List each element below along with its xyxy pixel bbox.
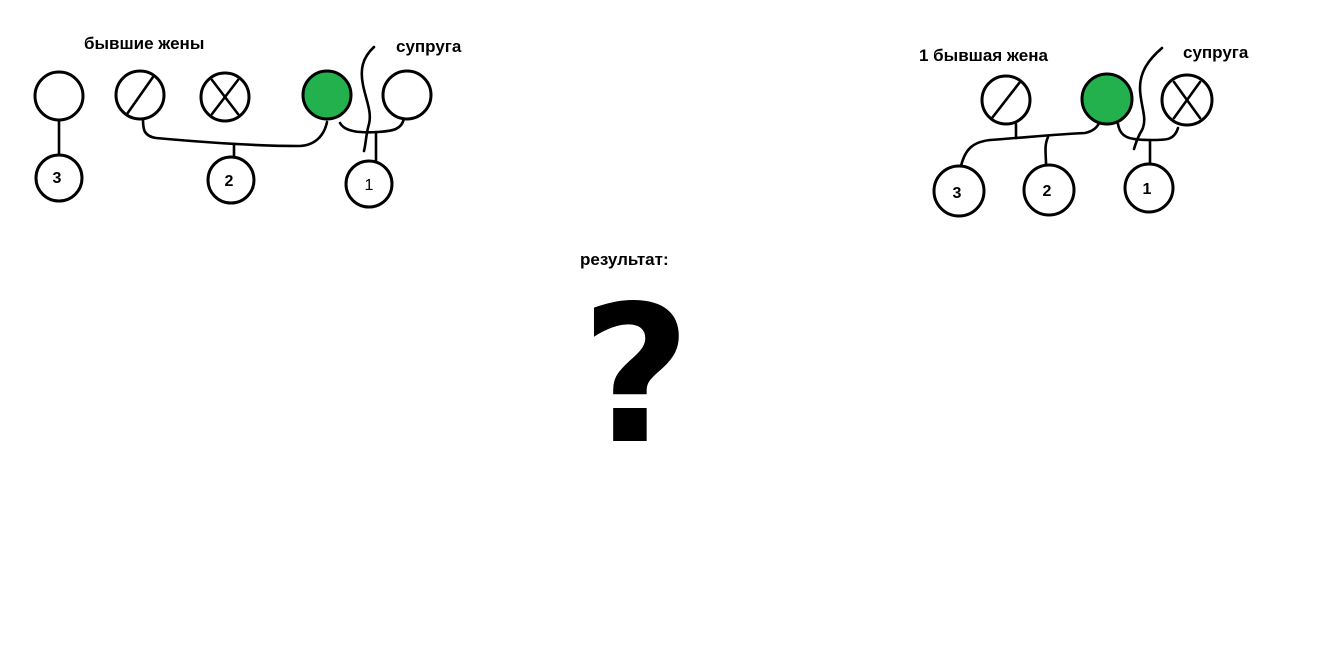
left-child-3-label: 3 xyxy=(53,170,62,187)
left-former-wife-3-crossed xyxy=(199,71,251,123)
left-child-1: 1 xyxy=(344,159,394,209)
right-child-3: 3 xyxy=(932,164,986,218)
slash-mark-icon xyxy=(990,80,1022,120)
left-self-person xyxy=(301,69,353,121)
left-divorce-wavy-line xyxy=(360,45,376,153)
right-spouse-label: супруга xyxy=(1183,43,1249,62)
slash-mark-icon xyxy=(125,75,155,116)
right-marriage-line-1 xyxy=(1116,122,1180,142)
result-section: результат: ? xyxy=(580,250,691,486)
left-child-2-label: 2 xyxy=(225,173,234,190)
right-diagram: 1 бывшая жена супруга 3 2 xyxy=(919,43,1249,218)
right-child-2: 2 xyxy=(1022,163,1076,217)
right-divorce-wavy-line xyxy=(1132,46,1164,151)
left-marriage-line-1 xyxy=(338,116,406,134)
right-marriage-line-2 xyxy=(959,120,1102,168)
left-marriage-line-2 xyxy=(141,117,329,148)
question-mark-symbol: ? xyxy=(581,265,691,486)
left-spouse xyxy=(381,69,433,121)
right-spouse-crossed xyxy=(1160,73,1214,127)
right-child-2-label: 2 xyxy=(1043,183,1052,200)
left-former-wife-2-deceased xyxy=(114,69,166,121)
right-child-1-label: 1 xyxy=(1143,181,1152,198)
right-former-wife-deceased xyxy=(980,74,1032,126)
left-spouse-label: супруга xyxy=(396,37,462,56)
left-child-3: 3 xyxy=(34,153,84,203)
right-child-3-label: 3 xyxy=(953,185,962,202)
left-child-1-label: 1 xyxy=(365,177,374,194)
right-self-person xyxy=(1080,72,1134,126)
left-former-wife-1 xyxy=(33,70,85,122)
left-diagram: бывшие жены супруга 3 2 xyxy=(33,34,462,209)
result-label: результат: xyxy=(580,250,669,269)
left-former-wives-label: бывшие жены xyxy=(84,34,204,53)
right-child-1: 1 xyxy=(1123,162,1175,214)
left-child-2: 2 xyxy=(206,155,256,205)
right-former-wife-label: 1 бывшая жена xyxy=(919,46,1048,65)
right-link-child2 xyxy=(1044,135,1050,166)
